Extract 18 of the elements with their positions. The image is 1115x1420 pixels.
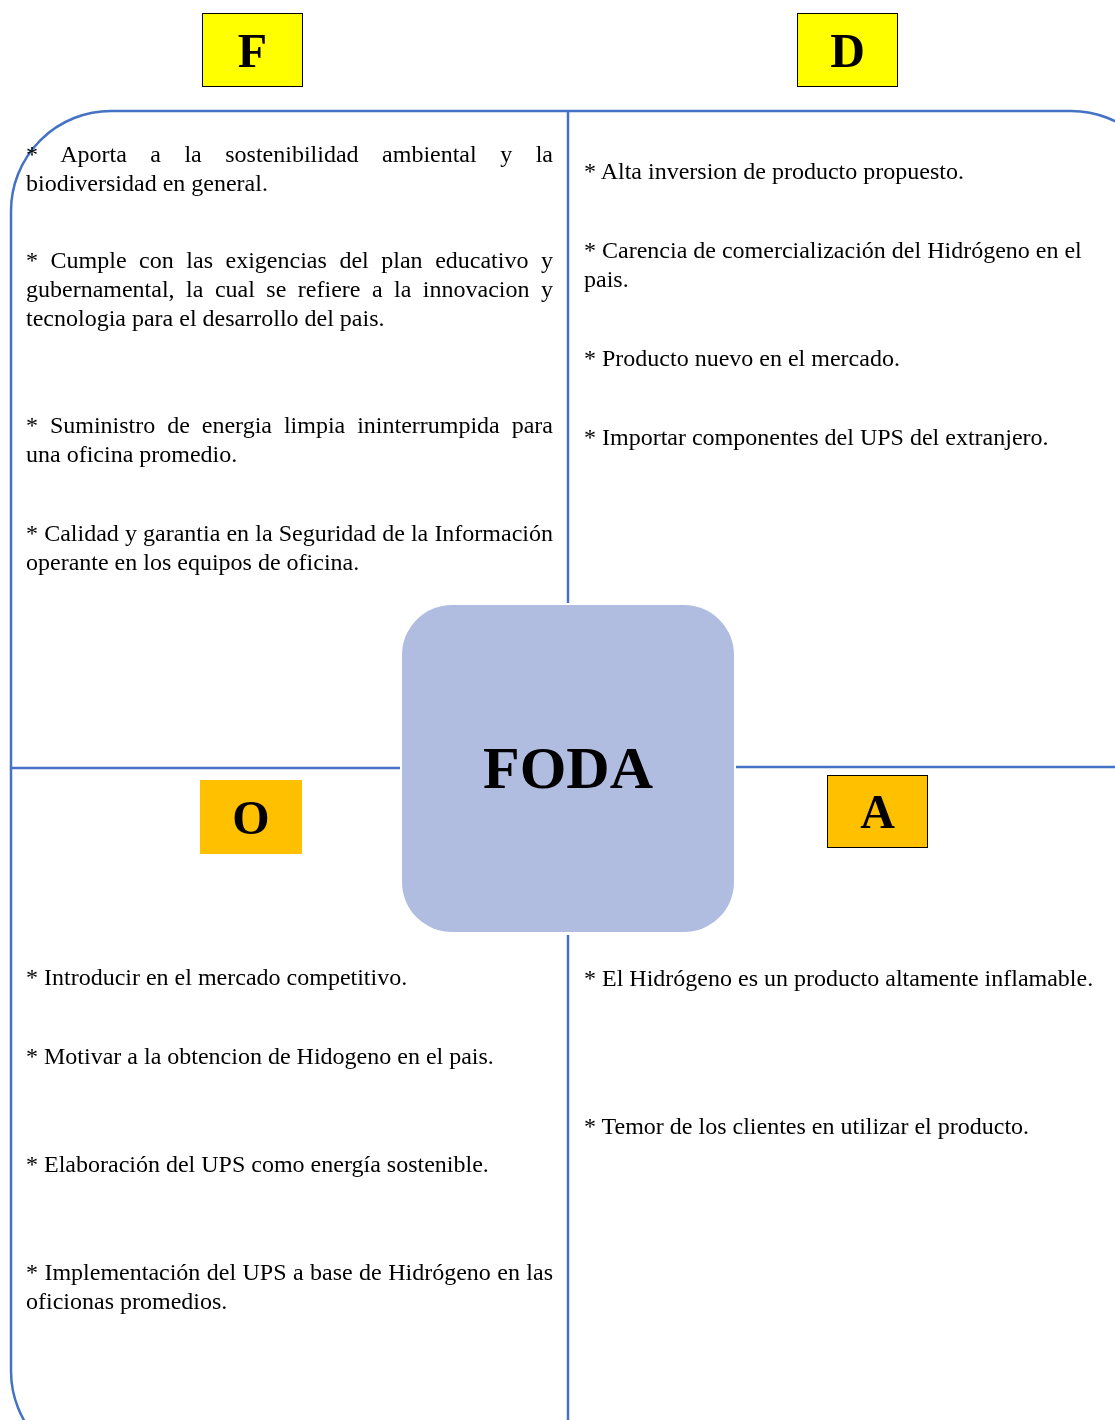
bullet-text: * Producto nuevo en el mercado.: [584, 344, 901, 373]
bullet-text: * Carencia de comercialización del Hidrógeno en el pais.: [584, 236, 1083, 294]
bullet-text: * Importar componentes del UPS del extranjero.: [584, 423, 1050, 452]
bullet-text: * Temor de los clientes en utilizar el producto.: [584, 1112, 1031, 1141]
bullet-text: * Alta inversion de producto propuesto.: [584, 157, 965, 186]
bullet-text: * Calidad y garantia en la Seguridad de la Información operante en los equipos de oficina.: [26, 519, 553, 577]
letter-heading-box: O: [200, 780, 302, 854]
letter-heading-box: A: [827, 775, 928, 848]
letter-heading-box: D: [797, 13, 898, 87]
bullet-text: * Suministro de energia limpia ininterrumpida para una oficina promedio.: [26, 411, 553, 469]
bullet-text: * Introducir en el mercado competitivo.: [26, 963, 409, 992]
bullet-text: * Implementación del UPS a base de Hidrógeno en las oficionas promedios.: [26, 1258, 553, 1316]
center-rounded-box: FODA: [402, 605, 734, 932]
bullet-text: * Cumple con las exigencias del plan educativo y gubernamental, la cual se refiere a la innovacion y tecnologia para el desarrollo del pais.: [26, 246, 553, 333]
bullet-text: * Motivar a la obtencion de Hidogeno en el pais.: [26, 1042, 495, 1071]
bullet-text: * El Hidrógeno es un producto altamente inflamable.: [584, 964, 1095, 993]
bullet-text: * Elaboración del UPS como energía sostenible.: [26, 1150, 490, 1179]
letter-heading-box: F: [202, 13, 303, 87]
